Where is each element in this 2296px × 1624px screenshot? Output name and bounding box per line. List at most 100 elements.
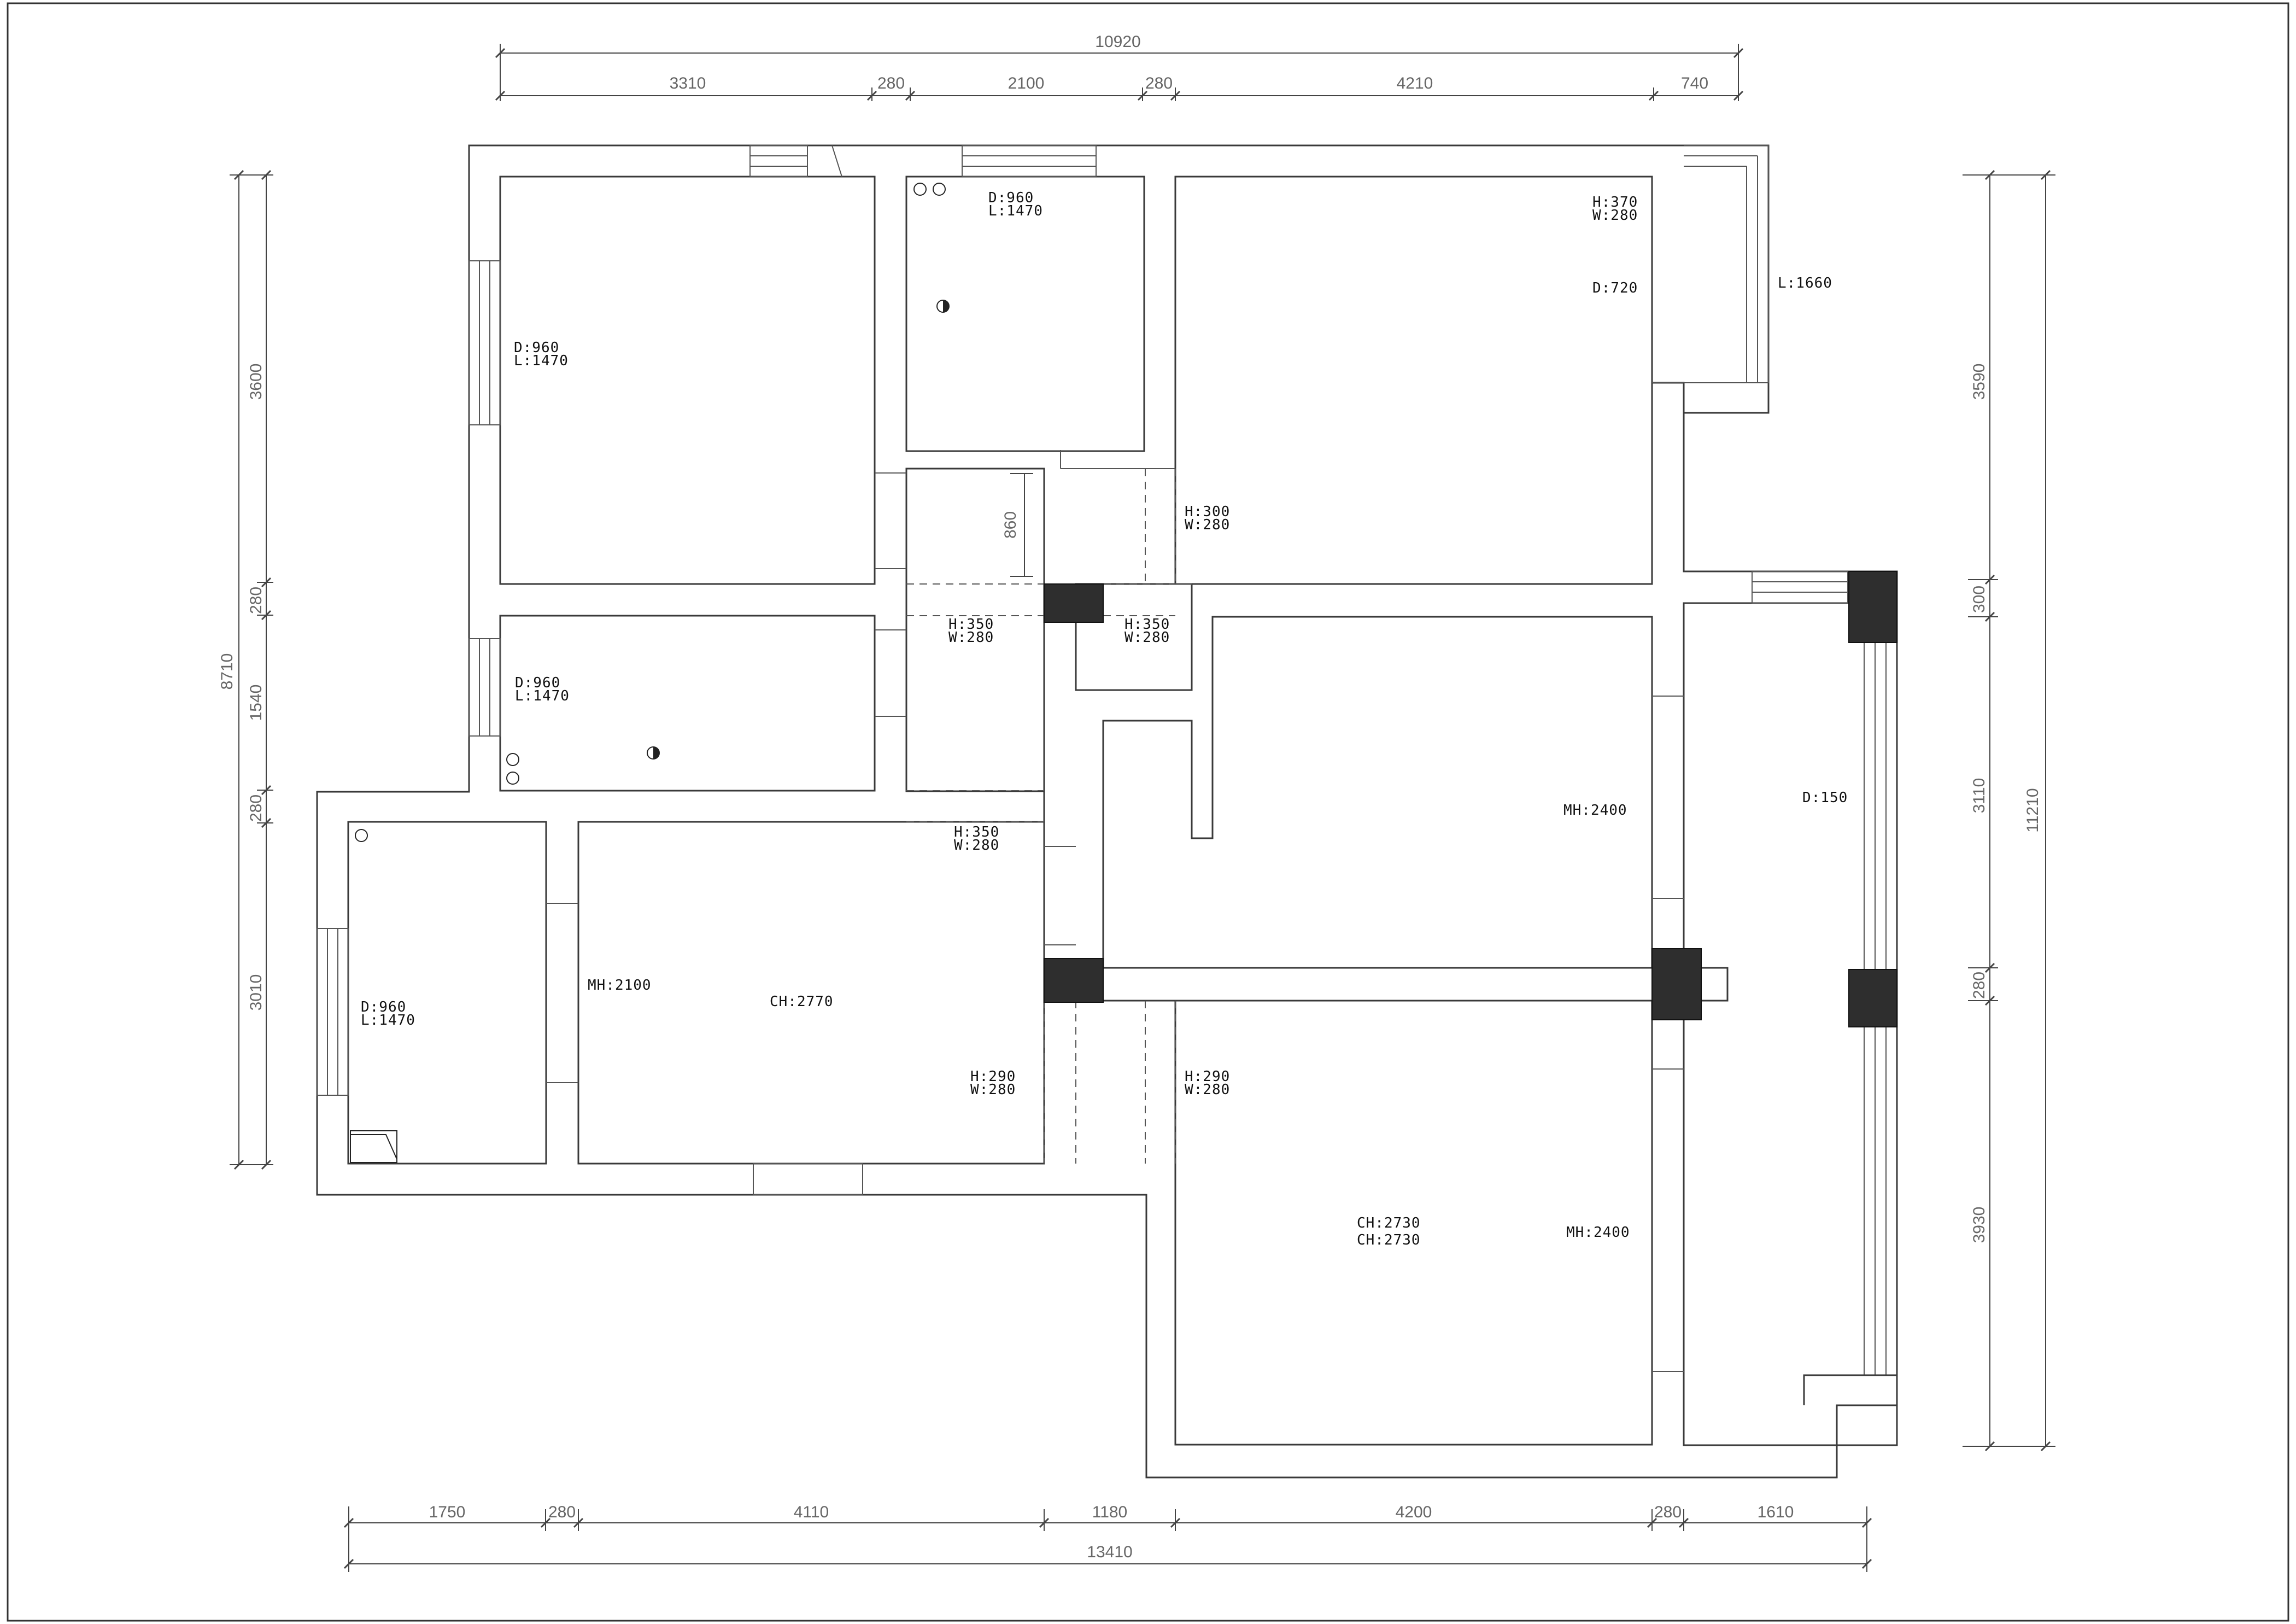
label-door3-h: H:350 [1124, 616, 1170, 633]
label-topright-h: H:370 [1592, 194, 1638, 211]
label-kitchen-d: D:960 [361, 999, 406, 1015]
dim-top-seg-5: 4210 [1397, 74, 1433, 92]
drain-icon [933, 183, 946, 196]
label-bed1-l: L:1470 [514, 353, 569, 369]
window-top-bathroom [962, 145, 1097, 177]
beam-living [1075, 967, 1729, 1002]
room-kitchen [347, 821, 547, 1165]
dim-left-seg-2: 280 [247, 587, 265, 614]
label-door4-w: W:280 [954, 837, 999, 854]
wall-corridor-mid [1075, 583, 1193, 691]
dim-bottom-seg-6: 280 [1654, 1503, 1682, 1521]
label-door2-w: W:280 [948, 629, 994, 646]
label-topright-w: W:280 [1592, 207, 1638, 224]
label-ch-2730-a: CH:2730 [1357, 1215, 1421, 1231]
window-left-middle [468, 638, 501, 737]
room-bedroom-top-left [499, 176, 876, 585]
window-top-bedroom [749, 145, 842, 177]
label-balcony-l: L:1660 [1778, 275, 1832, 291]
drawing-frame [7, 2, 2289, 1622]
dim-right-seg-5: 3930 [1970, 1207, 1988, 1243]
fixture-symbols [350, 183, 950, 1163]
drain-icon [506, 753, 519, 766]
dim-right-total: 11210 [2024, 788, 2042, 832]
label-bath1-d: D:960 [988, 190, 1034, 206]
dim-right-seg-2: 300 [1970, 586, 1988, 613]
room-labels: D:960 L:1470 D:960 L:1470 D:960 L:1470 D… [361, 190, 1848, 1248]
label-door4-h: H:350 [954, 824, 999, 840]
dimension-left: 8710 3600 280 1540 280 3010 [218, 170, 273, 1170]
label-room2-l: L:1470 [515, 688, 570, 704]
dim-left-seg-3: 1540 [247, 685, 265, 721]
dimension-inner-860: 860 [1001, 473, 1033, 577]
label-mh-2100: MH:2100 [588, 977, 652, 994]
dim-bottom-seg-4: 1180 [1092, 1503, 1128, 1521]
dimension-bottom: 1750 280 4110 1180 4200 280 1610 13410 [343, 1503, 1872, 1572]
column-5 [1848, 969, 1897, 1027]
label-mh-2400-a: MH:2400 [1563, 802, 1627, 819]
label-bed1-d: D:960 [514, 340, 559, 356]
room-master-bedroom [1174, 176, 1653, 585]
dimension-right: 3590 300 3110 280 3930 11210 [1963, 170, 2055, 1452]
room-living-upper [1102, 616, 1653, 969]
door-jambs [546, 450, 1684, 1372]
label-ch-2770: CH:2770 [770, 994, 834, 1010]
column-3 [1651, 948, 1702, 1020]
dim-left-seg-1: 3600 [247, 364, 265, 400]
dim-bottom-seg-5: 4200 [1396, 1503, 1432, 1521]
window-left-kitchen [317, 928, 349, 1096]
window-left-bedroom [468, 260, 501, 425]
light-point-icon [647, 746, 660, 760]
label-ch-2730-b: CH:2730 [1357, 1232, 1421, 1248]
window-bottom-dining [753, 1163, 863, 1195]
dim-top-seg-4: 280 [1145, 74, 1173, 92]
label-door1-h: H:300 [1185, 504, 1230, 520]
drain-icon [506, 772, 519, 785]
dim-bottom-seg-7: 1610 [1758, 1503, 1794, 1521]
column-1 [1044, 583, 1104, 623]
label-door6-w: W:280 [1185, 1082, 1230, 1098]
door-headers-dashed [906, 469, 1176, 1164]
label-d-150: D:150 [1802, 790, 1848, 806]
label-door3-w: W:280 [1124, 629, 1170, 646]
label-door1-w: W:280 [1185, 517, 1230, 533]
wall-top-right-step [1652, 382, 1685, 571]
light-point-icon [936, 300, 950, 313]
label-door5-w: W:280 [970, 1082, 1016, 1098]
window-balcony-right-top [1752, 571, 1848, 604]
gas-meter-icon [350, 1130, 397, 1163]
label-bath1-l: L:1470 [988, 203, 1043, 219]
dim-top-seg-3: 2100 [1008, 74, 1045, 92]
drain-icon [355, 829, 368, 842]
dim-right-seg-4: 280 [1970, 972, 1988, 999]
dim-left-seg-5: 3010 [247, 974, 265, 1011]
label-door5-h: H:290 [970, 1068, 1016, 1085]
dim-right-seg-1: 3590 [1970, 364, 1988, 400]
label-door2-h: H:350 [948, 616, 994, 633]
column-2 [1044, 958, 1104, 1003]
dim-bottom-seg-1: 1750 [429, 1503, 466, 1521]
dim-top-seg-1: 3310 [670, 74, 706, 92]
label-topright-d: D:720 [1592, 280, 1638, 296]
balcony-top-outer [1684, 145, 1769, 383]
dim-right-seg-3: 3110 [1970, 778, 1988, 814]
dimension-top: 10920 3310 280 2100 280 4210 740 [495, 33, 1744, 101]
dim-left-total: 8710 [218, 653, 236, 690]
label-door6-h: H:290 [1185, 1068, 1230, 1085]
dim-top-seg-6: 740 [1681, 74, 1708, 92]
dim-bottom-total: 13410 [1087, 1543, 1132, 1561]
dim-bottom-seg-3: 4110 [794, 1503, 829, 1521]
dim-top-total: 10920 [1095, 33, 1140, 51]
window-balcony-top [1684, 155, 1758, 383]
dim-bottom-seg-2: 280 [548, 1503, 576, 1521]
outer-wall [316, 144, 1898, 1479]
dim-left-seg-4: 280 [247, 795, 265, 822]
dim-inner-860: 860 [1001, 511, 1020, 539]
drain-icon [913, 183, 927, 196]
dim-top-seg-2: 280 [877, 74, 905, 92]
label-kitchen-l: L:1470 [361, 1012, 415, 1029]
label-room2-d: D:960 [515, 675, 560, 691]
column-4 [1848, 571, 1897, 643]
label-mh-2400-b: MH:2400 [1566, 1224, 1630, 1241]
